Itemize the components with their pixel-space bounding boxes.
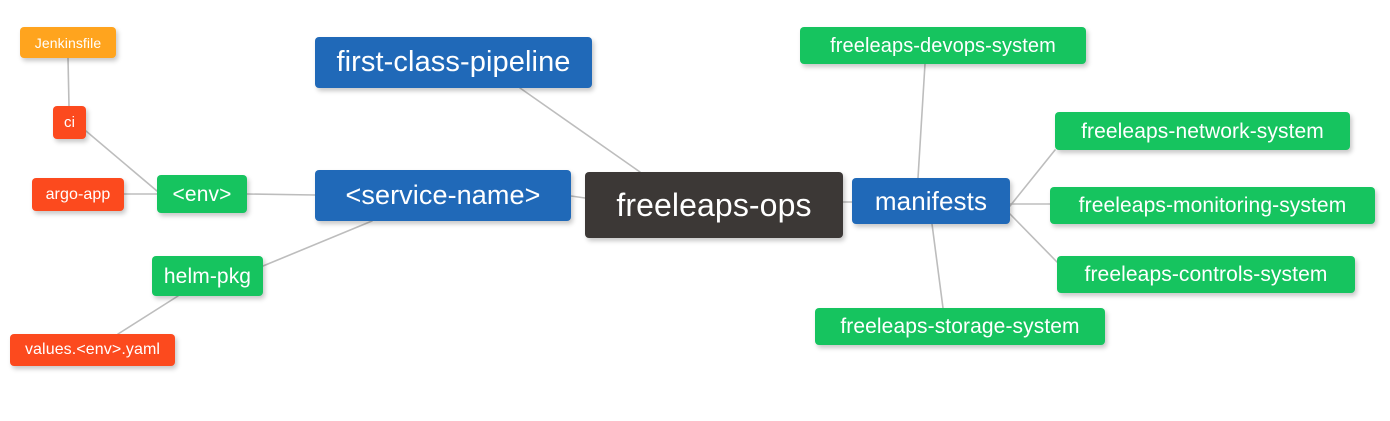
node-label-freeleaps-monitoring-system: freeleaps-monitoring-system [1078,194,1347,217]
node-freeleaps-monitoring-system[interactable]: freeleaps-monitoring-system [1050,187,1375,224]
node-label-freeleaps-devops-system: freeleaps-devops-system [830,34,1056,57]
edge-first-class-pipeline-to-freeleaps-ops [519,87,641,173]
node-label-first-class-pipeline: first-class-pipeline [336,46,571,78]
edge-env-to-service-name [246,193,316,196]
node-label-freeleaps-network-system: freeleaps-network-system [1081,119,1324,143]
node-label-manifests: manifests [874,186,988,216]
node-label-service-name: <service-name> [345,180,541,210]
node-label-helm-pkg: helm-pkg [163,264,252,288]
node-manifests[interactable]: manifests [852,178,1010,224]
node-ci[interactable]: ci [53,106,86,139]
node-label-ci: ci [63,114,76,131]
node-label-env: <env> [172,182,232,206]
node-freeleaps-devops-system[interactable]: freeleaps-devops-system [800,27,1086,64]
node-label-freeleaps-ops: freeleaps-ops [616,187,812,223]
edge-values-env-yaml-to-helm-pkg [117,295,179,335]
node-first-class-pipeline[interactable]: first-class-pipeline [315,37,592,88]
node-env[interactable]: <env> [157,175,247,213]
edge-helm-pkg-to-service-name [262,220,373,267]
node-freeleaps-network-system[interactable]: freeleaps-network-system [1055,112,1350,150]
edge-freeleaps-network-system-to-manifests [1009,149,1056,207]
node-freeleaps-ops[interactable]: freeleaps-ops [585,172,843,238]
edge-freeleaps-storage-system-to-manifests [931,223,944,309]
node-label-values-env-yaml: values.<env>.yaml [24,341,161,358]
node-argo-app[interactable]: argo-app [32,178,124,211]
node-freeleaps-storage-system[interactable]: freeleaps-storage-system [815,308,1105,345]
node-label-argo-app: argo-app [45,185,111,203]
node-jenkinsfile[interactable]: Jenkinsfile [20,27,116,58]
node-helm-pkg[interactable]: helm-pkg [152,256,263,296]
node-values-env-yaml[interactable]: values.<env>.yaml [10,334,175,366]
edge-freeleaps-devops-system-to-manifests [917,63,926,179]
node-freeleaps-controls-system[interactable]: freeleaps-controls-system [1057,256,1355,293]
node-label-jenkinsfile: Jenkinsfile [34,34,102,51]
edge-service-name-to-freeleaps-ops [570,195,586,199]
node-label-freeleaps-controls-system: freeleaps-controls-system [1084,263,1328,286]
edge-jenkinsfile-to-ci [67,57,70,107]
node-label-freeleaps-storage-system: freeleaps-storage-system [840,315,1080,338]
node-service-name[interactable]: <service-name> [315,170,571,221]
